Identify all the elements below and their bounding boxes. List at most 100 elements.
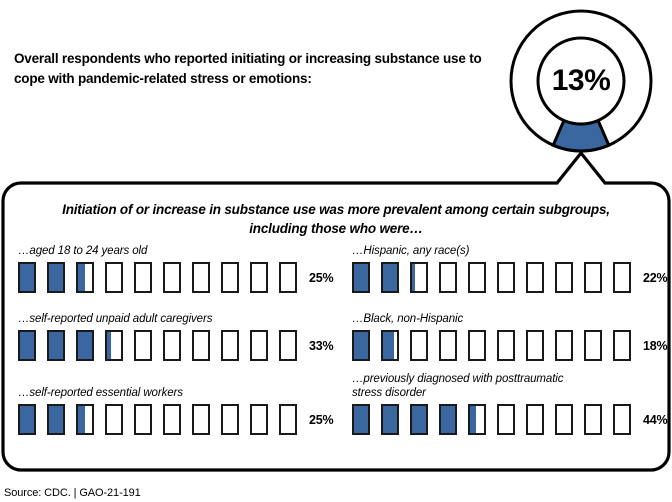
overall-donut-chart: 13% [505, 5, 657, 157]
person-icon [47, 262, 65, 293]
subgroup-icon-array: 44% [352, 404, 672, 435]
person-icon [468, 330, 486, 361]
person-icon [105, 330, 123, 361]
subgroup-percent-label: 25% [309, 270, 334, 285]
person-icon [468, 262, 486, 293]
person-icon-fill [20, 264, 34, 291]
person-icon [76, 404, 94, 435]
person-icon [163, 262, 181, 293]
person-icon [410, 330, 428, 361]
subgroup-percent-label: 18% [643, 338, 668, 353]
person-icon-fill [354, 264, 368, 291]
person-icon [221, 330, 239, 361]
source-note: Source: CDC. | GAO-21-191 [4, 487, 141, 499]
person-icon [613, 404, 631, 435]
person-icon-fill [107, 332, 112, 359]
person-icon [76, 262, 94, 293]
person-icon-fill [78, 332, 92, 359]
person-icon [250, 330, 268, 361]
person-icon [555, 330, 573, 361]
subgroup-row: …self-reported essential workers 25% [18, 386, 348, 435]
person-icon [584, 404, 602, 435]
person-icon [613, 262, 631, 293]
donut-inner-circle [536, 36, 626, 126]
person-icon [134, 262, 152, 293]
subgroup-label: …aged 18 to 24 years old [18, 245, 148, 257]
subgroup-row: …previously diagnosed with posttraumatic… [352, 372, 672, 435]
person-icon-group [18, 330, 297, 361]
person-icon [221, 262, 239, 293]
person-icon [410, 404, 428, 435]
person-icon-group [352, 404, 631, 435]
donut-svg [509, 9, 653, 153]
person-icon [250, 262, 268, 293]
donut-value-label: 13% [551, 64, 611, 97]
person-icon [163, 330, 181, 361]
person-icon [497, 404, 515, 435]
person-icon [526, 262, 544, 293]
subgroup-percent-label: 25% [309, 412, 334, 427]
person-icon [18, 404, 36, 435]
person-icon [192, 262, 210, 293]
person-icon [47, 404, 65, 435]
person-icon-fill [49, 406, 63, 433]
subgroup-label: …self-reported unpaid adult caregivers [18, 313, 213, 325]
subgroup-label: …previously diagnosed with posttraumatic… [352, 373, 564, 399]
subgroup-icon-array: 33% [18, 330, 348, 361]
person-icon-fill [49, 332, 63, 359]
subgroup-label: …self-reported essential workers [18, 387, 183, 399]
person-icon [279, 330, 297, 361]
person-icon [352, 330, 370, 361]
person-icon-fill [441, 406, 455, 433]
person-icon-fill [78, 406, 85, 433]
subgroup-label: …Black, non-Hispanic [352, 313, 464, 325]
person-icon [105, 262, 123, 293]
person-icon-fill [383, 406, 397, 433]
subgroup-percent-label: 22% [643, 270, 668, 285]
subgroup-label: …Hispanic, any race(s) [352, 245, 470, 257]
person-icon-fill [78, 264, 85, 291]
person-icon-fill [20, 406, 34, 433]
subgroup-icon-array: 18% [352, 330, 672, 361]
person-icon [18, 262, 36, 293]
person-icon [279, 262, 297, 293]
person-icon [105, 404, 123, 435]
person-icon [134, 330, 152, 361]
panel-subtitle: Initiation of or increase in substance u… [62, 202, 610, 236]
person-icon-fill [49, 264, 63, 291]
page-title: Overall respondents who reported initiat… [14, 51, 482, 86]
person-icon [613, 330, 631, 361]
person-icon-fill [470, 406, 476, 433]
person-icon [134, 404, 152, 435]
person-icon-fill [354, 332, 368, 359]
person-icon-group [18, 404, 297, 435]
person-icon [584, 262, 602, 293]
person-icon-fill [383, 332, 395, 359]
person-icon-fill [20, 332, 34, 359]
person-icon [250, 404, 268, 435]
subgroup-icon-array: 25% [18, 262, 348, 293]
subgroup-percent-label: 44% [643, 412, 668, 427]
person-icon [555, 404, 573, 435]
person-icon [47, 330, 65, 361]
subgroup-percent-label: 33% [309, 338, 334, 353]
person-icon-fill [383, 264, 397, 291]
person-icon [410, 262, 428, 293]
person-icon [192, 404, 210, 435]
person-icon [279, 404, 297, 435]
person-icon [381, 404, 399, 435]
subgroup-icon-array: 22% [352, 262, 672, 293]
person-icon-fill [354, 406, 368, 433]
subgroup-row: …Hispanic, any race(s) 22% [352, 244, 672, 293]
person-icon-group [352, 262, 631, 293]
person-icon [221, 404, 239, 435]
person-icon [18, 330, 36, 361]
person-icon-group [352, 330, 631, 361]
person-icon [497, 330, 515, 361]
person-icon-fill [412, 264, 415, 291]
subgroup-icon-array: 25% [18, 404, 348, 435]
subgroup-row: …aged 18 to 24 years old 25% [18, 244, 348, 293]
person-icon-fill [412, 406, 426, 433]
person-icon [352, 404, 370, 435]
